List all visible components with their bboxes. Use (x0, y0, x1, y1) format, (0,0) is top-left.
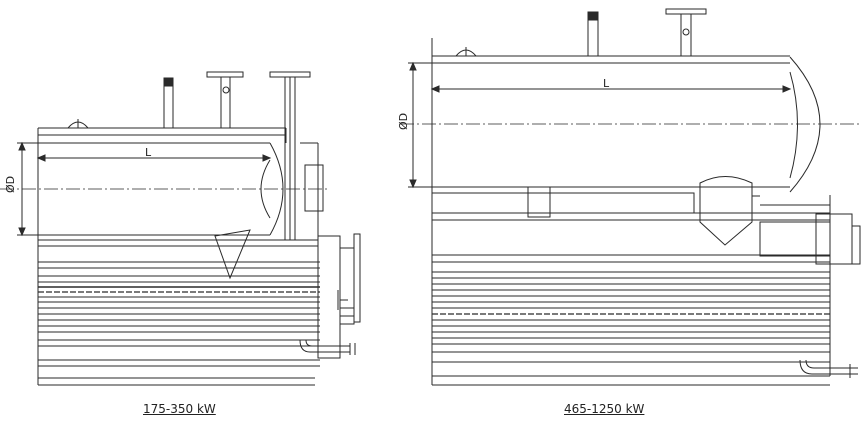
dimension-l-label-small: L (145, 146, 152, 159)
boiler-large-flange (759, 195, 861, 378)
dimension-od-label-small: ØD (4, 176, 17, 193)
dimension-od-large (408, 61, 432, 189)
boiler-small-shell (0, 142, 330, 236)
boiler-large-tube-bank (432, 212, 830, 363)
boiler-large-shell (400, 56, 860, 193)
boiler-small-tube-bank (38, 229, 320, 367)
dimension-od-small (17, 141, 38, 237)
caption-small-boiler: 175-350 kW (143, 402, 216, 416)
dimension-od-label-large: ØD (397, 113, 410, 130)
boiler-large-nozzles (587, 8, 707, 57)
dimension-l-large (430, 85, 792, 93)
boiler-small-drawing (0, 71, 361, 386)
boiler-small-nozzles (163, 71, 311, 241)
boiler-small-casing (37, 127, 319, 386)
boiler-small-flange (299, 233, 361, 359)
dimension-l-small (36, 154, 272, 162)
dimension-l-label-large: L (603, 77, 610, 90)
boiler-large-drawing (400, 8, 861, 386)
caption-large-boiler: 465-1250 kW (564, 402, 645, 416)
boiler-large-casing (431, 38, 830, 386)
